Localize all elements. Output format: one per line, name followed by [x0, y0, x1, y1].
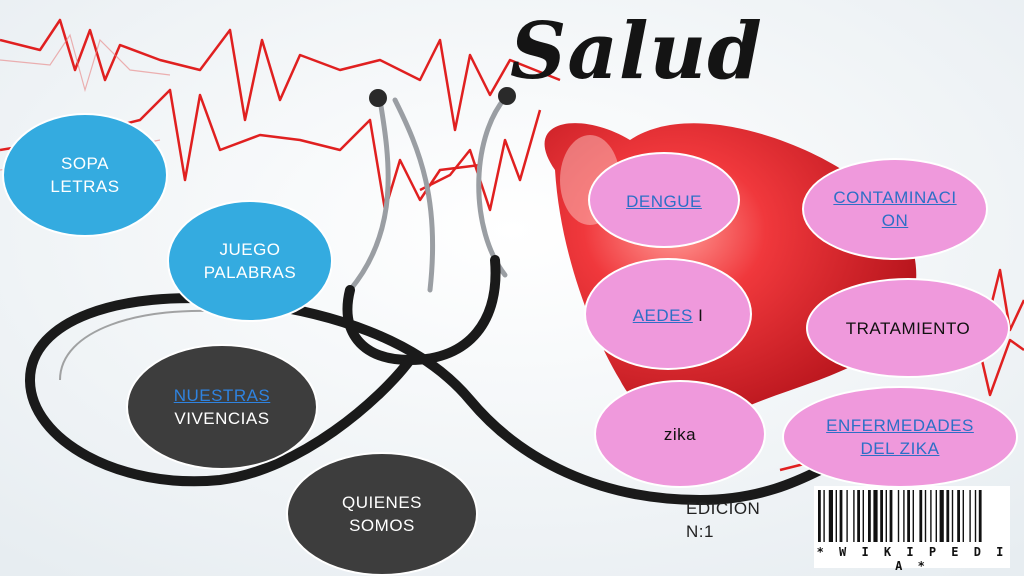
barcode-bar	[889, 490, 893, 542]
enfermedades-line1: ENFERMEDADES	[826, 416, 974, 435]
barcode-bar	[951, 490, 954, 542]
barcode-bar	[857, 490, 860, 542]
barcode-bar	[957, 490, 960, 542]
barcode-bar	[885, 490, 887, 542]
tratamiento-label: TRATAMIENTO	[845, 318, 971, 338]
barcode-bar	[835, 490, 837, 542]
juego-palabras-button[interactable]: JUEGO PALABRAS	[167, 200, 333, 322]
barcode-bar	[946, 490, 950, 542]
barcode-bar	[912, 490, 914, 542]
edition-label: EDICIÓN N:1	[686, 497, 760, 543]
barcode-bar	[930, 490, 932, 542]
juego-label-line1: JUEGO	[219, 240, 281, 259]
tratamiento-button[interactable]: TRATAMIENTO	[806, 278, 1010, 378]
quienes-somos-button[interactable]: QUIENES SOMOS	[286, 452, 478, 576]
barcode-bar	[897, 490, 900, 542]
vivencias-label: VIVENCIAS	[174, 409, 270, 428]
barcode-bar	[969, 490, 971, 542]
barcode-bar	[823, 490, 825, 542]
barcode-text: * W I K I P E D I A *	[816, 545, 1008, 573]
zika-label: zika	[663, 424, 697, 444]
sopa-letras-button[interactable]: SOPA LETRAS	[2, 113, 168, 237]
sopa-label-line2: LETRAS	[50, 177, 120, 196]
barcode-bar	[974, 490, 977, 542]
aedes-button[interactable]: AEDES I	[584, 258, 752, 370]
barcode-bar	[978, 490, 982, 542]
barcode-bar	[919, 490, 923, 542]
barcode-bar	[818, 490, 821, 542]
barcode-bar	[939, 490, 944, 542]
barcode-bar	[862, 490, 864, 542]
dengue-button[interactable]: DENGUE	[588, 152, 740, 248]
barcode-bar	[903, 490, 905, 542]
juego-label-line2: PALABRAS	[203, 263, 297, 282]
page-title: Salud	[510, 6, 763, 97]
barcode-bar	[935, 490, 937, 542]
nuestras-vivencias-button[interactable]: NUESTRAS VIVENCIAS	[126, 344, 318, 470]
barcode-bar	[846, 490, 848, 542]
contaminacion-link[interactable]: CONTAMINACI ON	[833, 186, 956, 232]
contaminacion-button[interactable]: CONTAMINACI ON	[802, 158, 988, 260]
barcode-bar	[880, 490, 883, 542]
barcode-bar	[924, 490, 927, 542]
barcode-bar	[853, 490, 855, 542]
barcode-bar	[868, 490, 871, 542]
contaminacion-line2: ON	[881, 211, 909, 230]
sopa-label-line1: SOPA	[61, 154, 109, 173]
nuestras-link[interactable]: NUESTRAS	[173, 386, 271, 405]
dengue-link[interactable]: DENGUE	[626, 192, 702, 211]
barcode-bar	[839, 490, 843, 542]
edition-line2: N:1	[686, 522, 714, 541]
barcode-bar	[828, 490, 833, 542]
enfermedades-link[interactable]: ENFERMEDADES DEL ZIKA	[826, 414, 974, 460]
aedes-link[interactable]: AEDES	[632, 306, 693, 325]
enfermedades-line2: DEL ZIKA	[860, 439, 940, 458]
barcode-bar	[907, 490, 910, 542]
zika-button[interactable]: zika	[594, 380, 766, 488]
quienes-label-line1: QUIENES	[341, 493, 423, 512]
barcode-bar	[873, 490, 878, 542]
enfermedades-zika-button[interactable]: ENFERMEDADES DEL ZIKA	[782, 386, 1018, 488]
contaminacion-line1: CONTAMINACI	[833, 188, 957, 207]
barcode-bar	[962, 490, 964, 542]
barcode-icon	[814, 486, 1010, 568]
aedes-suffix: I	[692, 306, 704, 325]
edition-line1: EDICIÓN	[686, 499, 761, 518]
quienes-label-line2: SOMOS	[349, 516, 415, 535]
